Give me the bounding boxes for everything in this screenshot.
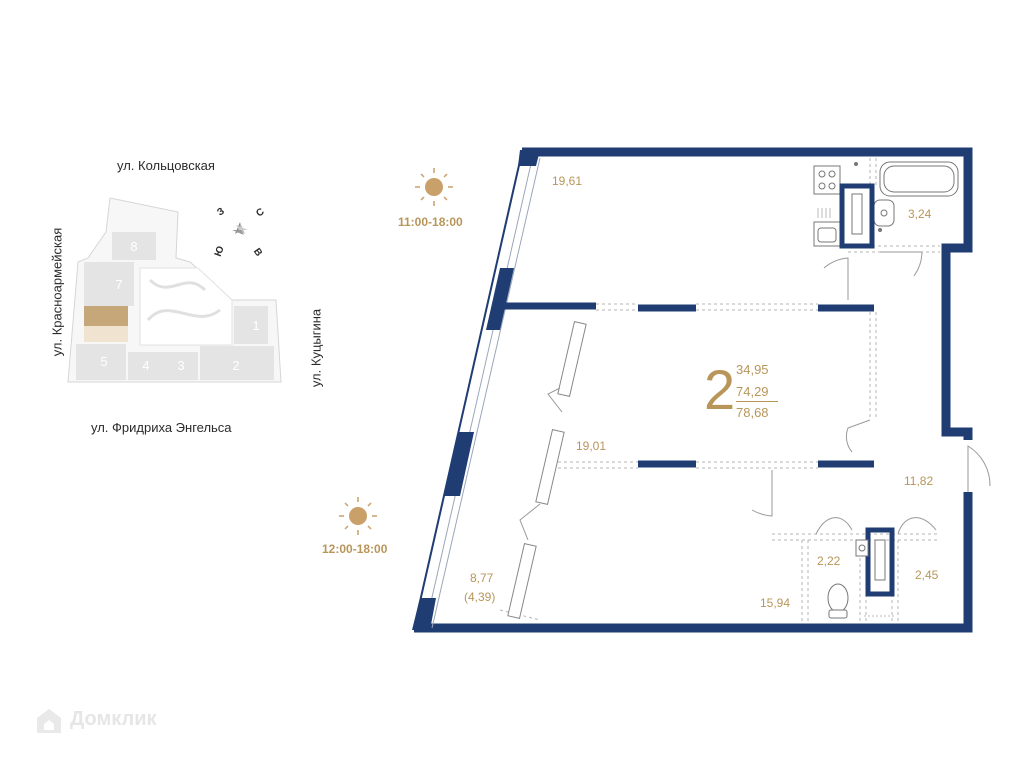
compass-west: З: [215, 206, 226, 219]
door-swing-bedroom: [845, 419, 871, 453]
kitchen-stove-icon: [813, 165, 841, 195]
sun-icon-lower: [339, 497, 377, 535]
area-balcony: 8,77: [470, 571, 494, 585]
door-swing-toilet: [815, 517, 853, 535]
door-swing-wc: [897, 517, 937, 535]
domclick-logo-icon: [37, 709, 61, 733]
kitchen-sink-icon: [813, 221, 841, 247]
door-swing-balcony1: [547, 387, 563, 413]
door-swing-balcony2: [519, 503, 541, 541]
area-room-bottom: 15,94: [760, 596, 791, 610]
domclick-watermark: Домклик: [70, 708, 157, 730]
building-label-2: 2: [232, 358, 239, 373]
building-label-3: 3: [177, 358, 184, 373]
bathtub-icon: [879, 161, 959, 197]
outer-wall-lower-right: [414, 492, 973, 633]
building-label-4: 4: [142, 358, 149, 373]
door-swing-bath: [880, 251, 923, 277]
site-plan-map: 8 7 5 4 3 2 1 С В Ю З: [67, 197, 282, 383]
street-north-label: ул. Кольцовская: [117, 158, 215, 173]
riser-box-lower: [865, 527, 895, 597]
rooms-count: 2: [704, 358, 736, 421]
sun-time-lower: 12:00-18:00: [322, 542, 388, 556]
building-4: [128, 352, 164, 380]
building-8: [112, 232, 156, 260]
building-5: [76, 344, 126, 380]
building-1: [234, 306, 268, 344]
total-area: 74,29: [736, 384, 769, 399]
door-swing-kitchen: [823, 257, 849, 300]
area-toilet: 2,22: [817, 554, 841, 568]
area-bedroom: 19,01: [576, 439, 607, 453]
building-6-selected: [84, 306, 128, 326]
street-south-label: ул. Фридриха Энгельса: [91, 420, 232, 435]
area-balcony-reduced: (4,39): [464, 590, 496, 604]
compass-icon: [217, 207, 263, 253]
building-7: [84, 262, 134, 306]
living-area: 34,95: [736, 362, 769, 377]
washbasin-icon: [873, 199, 895, 227]
door-swing-room: [751, 470, 773, 517]
building-label-1: 1: [252, 318, 259, 333]
riser-box-upper: [839, 183, 875, 249]
area-bathroom-small: 2,45: [915, 568, 939, 582]
building-label-7: 7: [115, 277, 122, 292]
area-kitchen-living: 19,61: [552, 174, 583, 188]
sun-time-upper: 11:00-18:00: [398, 215, 463, 229]
total-area-with-balcony: 78,68: [736, 405, 769, 420]
building-2: [200, 346, 274, 380]
small-sink-icon: [855, 539, 869, 557]
compass-south: Ю: [213, 245, 227, 258]
building-label-5: 5: [100, 354, 107, 369]
outer-wall-top-right: [522, 147, 973, 440]
building-label-8: 8: [130, 239, 137, 254]
area-hallway: 11,82: [904, 474, 934, 488]
window-facade: [412, 150, 541, 630]
building-3: [164, 352, 198, 380]
area-bathroom-large: 3,24: [908, 207, 932, 221]
sun-icon-upper: [415, 168, 453, 206]
door-swing-entry: [967, 445, 991, 492]
summary-divider: [736, 401, 778, 402]
toilet-icon: [827, 583, 849, 619]
